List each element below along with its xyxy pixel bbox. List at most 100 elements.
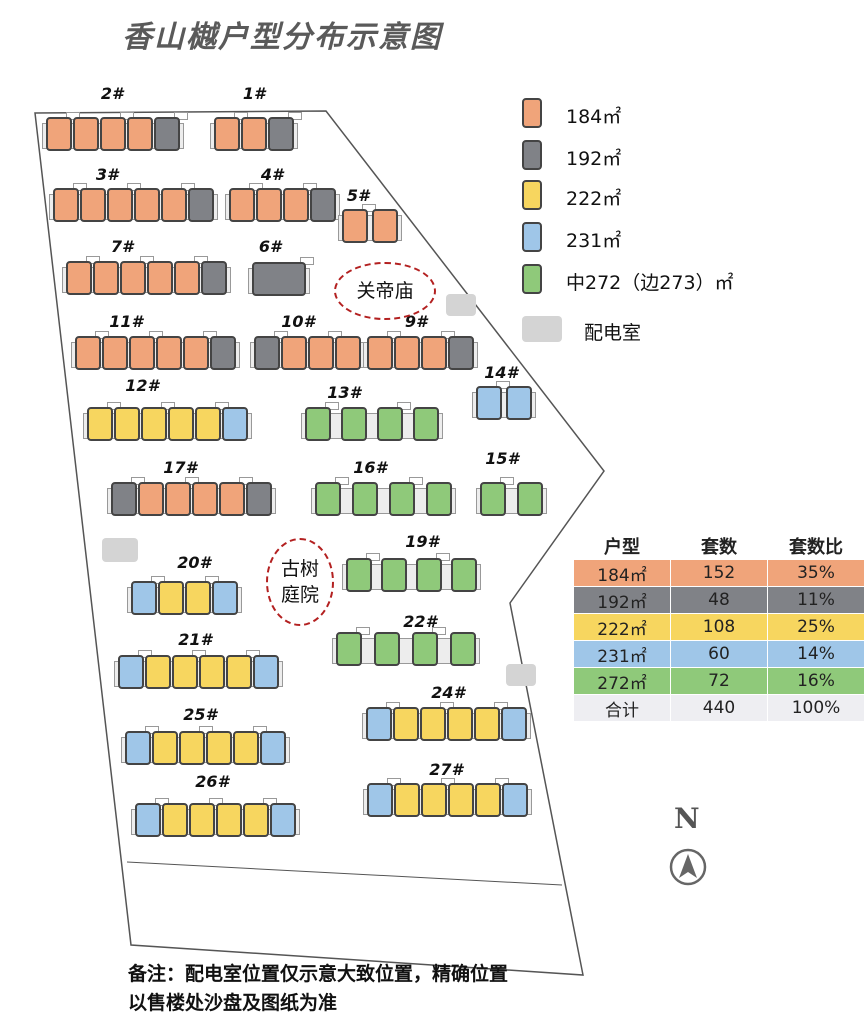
- unit-27-1[interactable]: [367, 783, 393, 817]
- unit-26-2[interactable]: [162, 803, 188, 837]
- unit-11-5[interactable]: [183, 336, 209, 370]
- unit-24-6[interactable]: [501, 707, 527, 741]
- unit-21-5[interactable]: [226, 655, 252, 689]
- substation-marker-1[interactable]: [446, 294, 476, 316]
- unit-12-1[interactable]: [87, 407, 113, 441]
- unit-12-5[interactable]: [195, 407, 221, 441]
- unit-5-1[interactable]: [342, 209, 368, 243]
- unit-25-5[interactable]: [233, 731, 259, 765]
- unit-16-3[interactable]: [389, 482, 415, 516]
- unit-17-4[interactable]: [192, 482, 218, 516]
- unit-17-2[interactable]: [138, 482, 164, 516]
- unit-9-2[interactable]: [394, 336, 420, 370]
- unit-6-1[interactable]: [252, 262, 306, 296]
- unit-21-4[interactable]: [199, 655, 225, 689]
- unit-25-4[interactable]: [206, 731, 232, 765]
- landmark-guandi-temple[interactable]: 关帝庙: [334, 262, 436, 320]
- unit-19-1[interactable]: [346, 558, 372, 592]
- unit-11-2[interactable]: [102, 336, 128, 370]
- unit-10-1[interactable]: [254, 336, 280, 370]
- unit-16-2[interactable]: [352, 482, 378, 516]
- unit-1-2[interactable]: [241, 117, 267, 151]
- unit-9-1[interactable]: [367, 336, 393, 370]
- unit-4-1[interactable]: [229, 188, 255, 222]
- unit-5-2[interactable]: [372, 209, 398, 243]
- unit-27-4[interactable]: [448, 783, 474, 817]
- unit-14-2[interactable]: [506, 386, 532, 420]
- unit-19-4[interactable]: [451, 558, 477, 592]
- unit-14-1[interactable]: [476, 386, 502, 420]
- unit-26-4[interactable]: [216, 803, 242, 837]
- unit-19-2[interactable]: [381, 558, 407, 592]
- unit-22-3[interactable]: [412, 632, 438, 666]
- landmark-ancient-tree-courtyard[interactable]: 古树庭院: [266, 538, 334, 626]
- substation-marker-3[interactable]: [506, 664, 536, 686]
- unit-7-4[interactable]: [147, 261, 173, 295]
- unit-27-5[interactable]: [475, 783, 501, 817]
- unit-2-1[interactable]: [46, 117, 72, 151]
- unit-7-2[interactable]: [93, 261, 119, 295]
- unit-11-6[interactable]: [210, 336, 236, 370]
- unit-22-1[interactable]: [336, 632, 362, 666]
- unit-27-3[interactable]: [421, 783, 447, 817]
- unit-25-6[interactable]: [260, 731, 286, 765]
- unit-2-5[interactable]: [154, 117, 180, 151]
- unit-4-2[interactable]: [256, 188, 282, 222]
- unit-24-3[interactable]: [420, 707, 446, 741]
- unit-7-3[interactable]: [120, 261, 146, 295]
- unit-26-1[interactable]: [135, 803, 161, 837]
- unit-3-2[interactable]: [80, 188, 106, 222]
- unit-3-5[interactable]: [161, 188, 187, 222]
- unit-22-4[interactable]: [450, 632, 476, 666]
- unit-7-5[interactable]: [174, 261, 200, 295]
- unit-21-3[interactable]: [172, 655, 198, 689]
- unit-24-4[interactable]: [447, 707, 473, 741]
- unit-4-4[interactable]: [310, 188, 336, 222]
- unit-17-6[interactable]: [246, 482, 272, 516]
- unit-7-6[interactable]: [201, 261, 227, 295]
- unit-24-2[interactable]: [393, 707, 419, 741]
- unit-7-1[interactable]: [66, 261, 92, 295]
- unit-2-2[interactable]: [73, 117, 99, 151]
- unit-10-4[interactable]: [335, 336, 361, 370]
- unit-11-3[interactable]: [129, 336, 155, 370]
- unit-20-4[interactable]: [212, 581, 238, 615]
- unit-16-1[interactable]: [315, 482, 341, 516]
- unit-25-2[interactable]: [152, 731, 178, 765]
- unit-26-6[interactable]: [270, 803, 296, 837]
- unit-22-2[interactable]: [374, 632, 400, 666]
- unit-15-1[interactable]: [480, 482, 506, 516]
- unit-12-3[interactable]: [141, 407, 167, 441]
- unit-11-4[interactable]: [156, 336, 182, 370]
- unit-17-1[interactable]: [111, 482, 137, 516]
- unit-20-3[interactable]: [185, 581, 211, 615]
- unit-25-3[interactable]: [179, 731, 205, 765]
- unit-2-4[interactable]: [127, 117, 153, 151]
- unit-21-6[interactable]: [253, 655, 279, 689]
- unit-9-4[interactable]: [448, 336, 474, 370]
- unit-13-1[interactable]: [305, 407, 331, 441]
- unit-9-3[interactable]: [421, 336, 447, 370]
- unit-10-2[interactable]: [281, 336, 307, 370]
- unit-21-1[interactable]: [118, 655, 144, 689]
- substation-marker-2[interactable]: [102, 538, 138, 562]
- unit-26-3[interactable]: [189, 803, 215, 837]
- unit-12-6[interactable]: [222, 407, 248, 441]
- unit-20-1[interactable]: [131, 581, 157, 615]
- unit-12-2[interactable]: [114, 407, 140, 441]
- unit-24-1[interactable]: [366, 707, 392, 741]
- unit-10-3[interactable]: [308, 336, 334, 370]
- unit-3-1[interactable]: [53, 188, 79, 222]
- unit-15-2[interactable]: [517, 482, 543, 516]
- unit-4-3[interactable]: [283, 188, 309, 222]
- unit-1-1[interactable]: [214, 117, 240, 151]
- unit-3-3[interactable]: [107, 188, 133, 222]
- unit-3-6[interactable]: [188, 188, 214, 222]
- unit-21-2[interactable]: [145, 655, 171, 689]
- unit-11-1[interactable]: [75, 336, 101, 370]
- unit-1-3[interactable]: [268, 117, 294, 151]
- unit-13-2[interactable]: [341, 407, 367, 441]
- unit-24-5[interactable]: [474, 707, 500, 741]
- unit-16-4[interactable]: [426, 482, 452, 516]
- unit-3-4[interactable]: [134, 188, 160, 222]
